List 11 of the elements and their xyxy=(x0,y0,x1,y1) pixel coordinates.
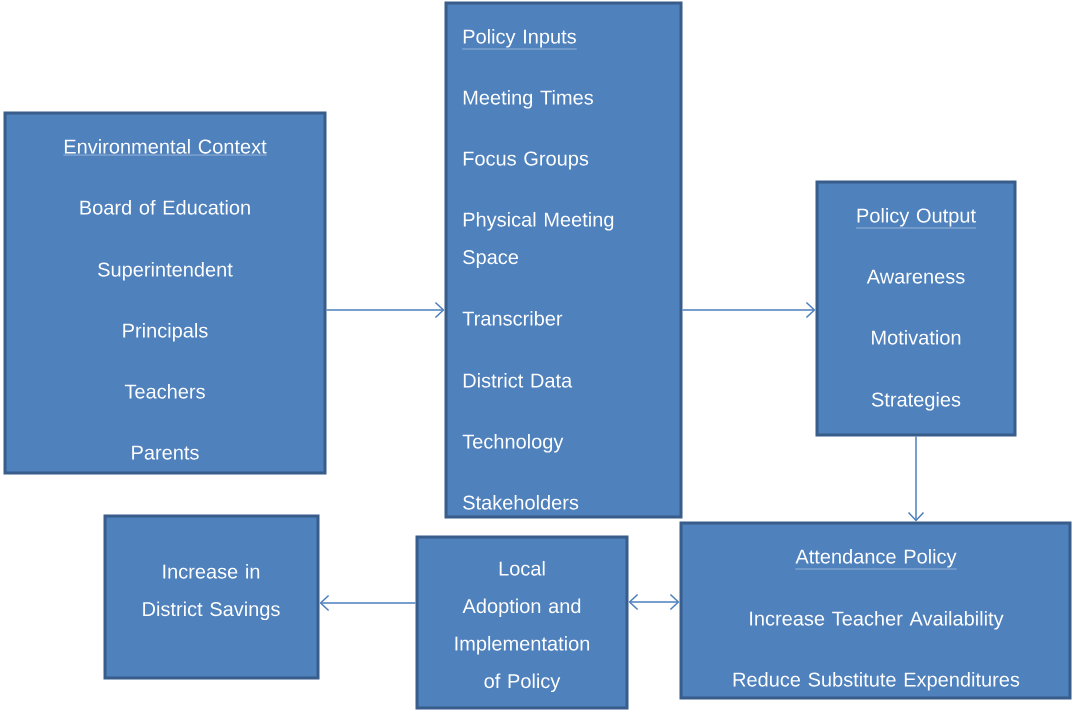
arrow xyxy=(319,594,417,612)
arrow xyxy=(681,301,816,319)
process-box: Environmental Context Board of Education Superintendent Principals Teachers Parents xyxy=(3,111,327,475)
arrow xyxy=(628,593,680,611)
process-box: Local Adoption and Implementation of Policy xyxy=(415,535,629,710)
arrow xyxy=(907,435,925,522)
process-box: Increase in District Savings xyxy=(103,514,320,680)
arrow xyxy=(325,301,445,319)
process-box: Attendance Policy Increase Teacher Availability Reduce Substitute Expenditures xyxy=(679,521,1072,700)
process-box: Policy Inputs Meeting Times Focus Groups Physical Meeting Space Transcriber District Data Technology Stakeholders xyxy=(444,1,683,519)
process-box: Policy Output Awareness Motivation Strategies xyxy=(815,180,1017,437)
